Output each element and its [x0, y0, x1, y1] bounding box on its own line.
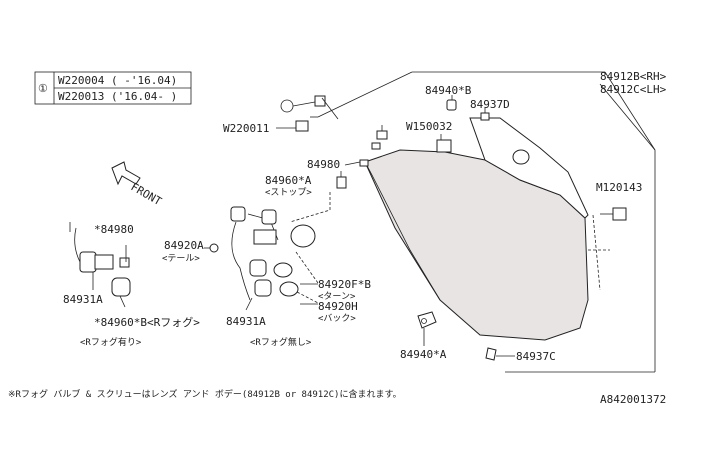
label-84920fb-sub: <ターン> — [318, 291, 356, 302]
label-84960a-sub: <ストップ> — [265, 187, 312, 198]
part-circle1 — [280, 95, 326, 113]
label-84940a: 84940*A — [400, 348, 447, 361]
label-84920a: 84920A — [164, 239, 204, 252]
label-rfog-yes: <Rフォグ有り> — [80, 336, 142, 348]
label-84920h: 84920H — [318, 300, 358, 313]
part-84937c — [485, 347, 515, 361]
label-84920a-sub: <テール> — [162, 253, 200, 264]
part-84980 — [336, 171, 347, 189]
legend-row-2: W220013 ('16.04- ) — [58, 90, 177, 103]
frame-screws — [359, 125, 388, 167]
label-84960a: 84960*A — [265, 174, 312, 187]
leader-lines — [92, 83, 656, 311]
label-m120143: M120143 — [596, 181, 642, 194]
front-arrow — [111, 161, 141, 186]
label-84931a-mid: 84931A — [226, 315, 266, 328]
part-84937d — [480, 107, 490, 121]
footnote: ※Rフォグ バルブ & スクリューはレンズ アンド ボデー(84912B or … — [8, 388, 402, 400]
label-84912c: 84912C<LH> — [600, 83, 667, 96]
lamp-housing — [364, 117, 610, 341]
label-84912b: 84912B<RH> — [600, 70, 667, 83]
label-84937c: 84937C — [516, 350, 556, 363]
part-w150032 — [436, 134, 452, 153]
label-w220011: W220011 — [223, 122, 269, 135]
legend-box: ① W220004 ( -'16.04) W220013 ('16.04- ) — [34, 71, 192, 105]
harness-middle — [209, 192, 331, 305]
label-84980-star: *84980 — [94, 223, 134, 236]
part-m120143 — [600, 207, 627, 221]
label-84937d: 84937D — [470, 98, 510, 111]
harness-left — [69, 222, 131, 297]
label-84980: 84980 — [307, 158, 340, 171]
label-84920h-sub: <バック> — [318, 313, 356, 324]
assembly-frame — [310, 71, 656, 373]
label-84920fb: 84920F*B — [318, 278, 371, 291]
part-84940b — [446, 95, 457, 111]
label-w150032: W150032 — [406, 120, 452, 133]
label-rfog-no: <Rフォグ無し> — [250, 336, 312, 348]
part-w220011 — [276, 120, 309, 132]
legend-marker: ① — [38, 82, 48, 95]
part-84940a — [417, 311, 437, 346]
label-front: FRONT — [129, 180, 165, 208]
label-84940b: 84940*B — [425, 84, 472, 97]
label-84931a-left: 84931A — [63, 293, 103, 306]
legend-row-1: W220004 ( -'16.04) — [58, 74, 177, 87]
diagram-id: A842001372 — [600, 393, 666, 406]
label-84960b: *84960*B<Rフォグ> — [94, 315, 200, 329]
